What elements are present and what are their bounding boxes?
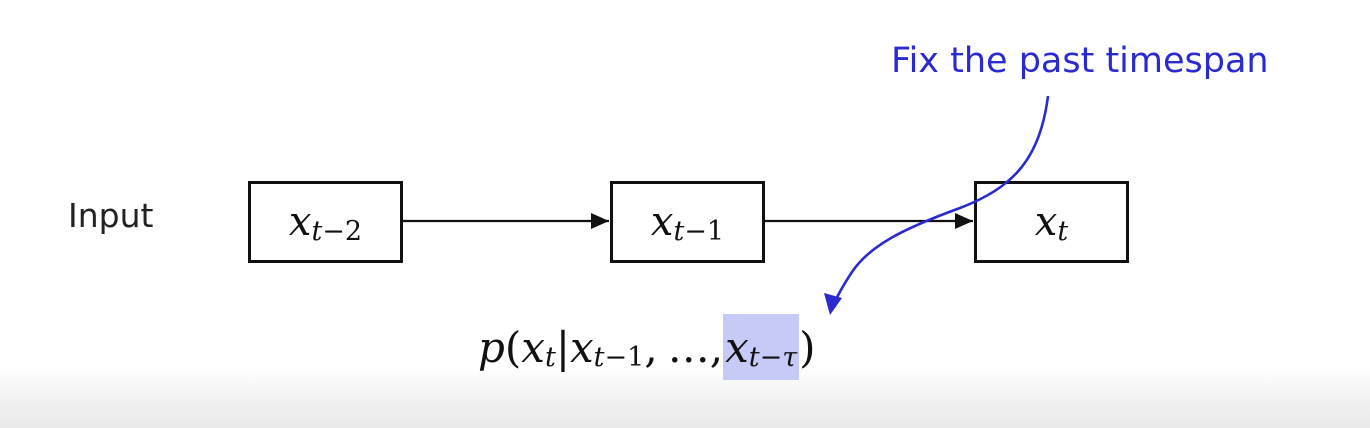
formula-sub-b: t−1 xyxy=(593,341,645,373)
arrowhead-node2 xyxy=(591,213,609,229)
formula-sub-c: t−τ xyxy=(748,341,798,373)
node-subscript: t xyxy=(1057,215,1069,247)
formula-var-c: x xyxy=(725,322,749,372)
arrowhead-node3 xyxy=(955,213,973,229)
formula-close-paren: ) xyxy=(799,322,816,372)
node-var: x xyxy=(650,199,674,245)
formula-func: p xyxy=(478,322,505,372)
formula-comma-1: , xyxy=(644,322,658,372)
node-var: x xyxy=(1034,199,1058,245)
node-var: x xyxy=(288,199,312,245)
formula-var-b: x xyxy=(569,322,594,372)
node-subscript: t−1 xyxy=(673,215,725,247)
formula-var-a: x xyxy=(521,322,545,372)
formula-bar: | xyxy=(555,322,570,372)
formula-comma-2: , xyxy=(709,322,724,372)
formula-sub-a: t xyxy=(544,341,556,373)
node-subscript: t−2 xyxy=(311,215,363,247)
annotation-arrowhead xyxy=(824,293,842,315)
annotation-fix-timespan: Fix the past timespan xyxy=(891,41,1269,81)
formula-ellipsis: … xyxy=(667,322,710,372)
input-row-label: Input xyxy=(68,196,154,235)
bottom-fade xyxy=(0,368,1370,428)
annotation-arrow-curve xyxy=(830,95,1050,310)
formula-open-paren: ( xyxy=(504,322,522,372)
